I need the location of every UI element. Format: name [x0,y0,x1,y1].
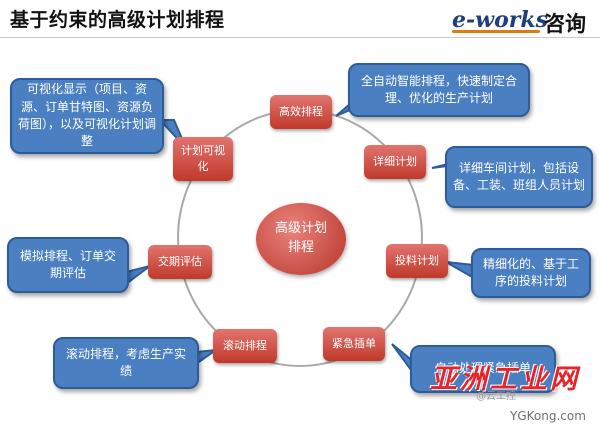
node-label: 投料计划 [395,253,439,267]
callout-delivery-evaluation: 模拟排程、订单交期评估 [7,237,129,293]
logo-suffix: 咨询 [544,12,586,36]
node-label: 高效排程 [279,104,323,118]
node-label: 交期评估 [158,254,202,268]
callout-text: 精细化的、基于工序的投料计划 [482,256,579,288]
connector-feeding [445,261,475,280]
node-efficient-scheduling: 高效排程 [270,95,332,129]
node-delivery-evaluation: 交期评估 [148,245,212,279]
callout-text: 模拟排程、订单交期评估 [19,248,116,280]
callout-rolling-scheduling: 滚动排程，考虑生产实绩 [53,337,199,389]
node-label: 滚动排程 [223,338,267,352]
node-plan-visualization: 计划可视化 [173,137,233,181]
callout-text: 全自动智能排程，快速制定合理、优化的生产计划 [360,73,517,105]
central-hub: 高级计划排程 [256,203,346,275]
callout-detailed-plan: 详细车间计划，包括设备、工装、班组人员计划 [445,146,593,208]
center-label: 高级计划排程 [275,221,328,255]
node-detailed-plan: 详细计划 [364,145,426,179]
node-label: 计划可视化 [181,143,225,174]
header-divider [0,37,600,38]
eworks-logo: e-works 咨询 [452,5,597,36]
watermark-sub: @云工控 [476,391,516,402]
callout-text: 滚动排程，考虑生产实绩 [65,346,186,378]
callout-plan-visualization: 可视化显示（项目、资源、订单甘特图、资源负荷图），以及可视化计划调整 [10,78,164,154]
node-feeding-plan: 投料计划 [386,244,448,278]
node-label: 详细计划 [373,154,417,168]
callout-text: 自动处理紧急插单 [434,361,531,376]
node-urgent-insert: 紧急插单 [323,327,385,361]
page-title: 基于约束的高级计划排程 [10,9,225,31]
callout-urgent-insert: 自动处理紧急插单 [410,345,556,393]
callout-feeding-plan: 精细化的、基于工序的投料计划 [471,248,591,298]
connector-delivery [125,265,151,286]
watermark-site: YGKong.com [510,409,586,423]
logo-wordmark: e-works [452,7,548,33]
logo-swoosh [452,30,540,33]
callout-text: 可视化显示（项目、资源、订单甘特图、资源负荷图），以及可视化计划调整 [18,82,157,149]
callout-text: 详细车间计划，包括设备、工装、班组人员计划 [453,160,586,192]
callout-efficient-scheduling: 全自动智能排程，快速制定合理、优化的生产计划 [348,63,530,117]
node-label: 紧急插单 [332,336,376,350]
node-rolling-scheduling: 滚动排程 [213,329,277,363]
watermark-main: 亚洲工业网 [430,364,580,395]
